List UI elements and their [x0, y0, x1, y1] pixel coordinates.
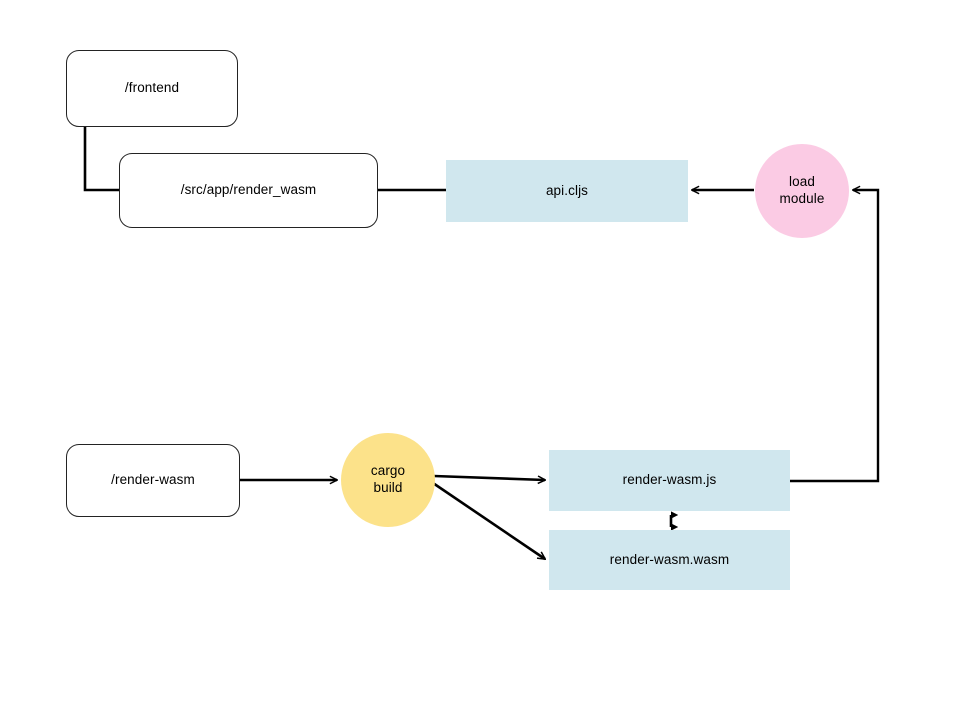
edge-cargo-build-to-render-wasm-js — [433, 474, 545, 480]
node-src-app-render-wasm[interactable]: /src/app/render_wasm — [119, 153, 378, 228]
edge-frontend-to-src-app — [83, 127, 120, 192]
node-render-wasm-wasm[interactable]: render-wasm.wasm — [549, 530, 790, 590]
node-api-cljs[interactable]: api.cljs — [446, 160, 688, 222]
node-frontend[interactable]: /frontend — [66, 50, 238, 127]
node-api-cljs-label: api.cljs — [545, 182, 589, 198]
edge-cargo-build-to-render-wasm-wasm — [429, 479, 545, 559]
node-render-wasm-js[interactable]: render-wasm.js — [549, 450, 790, 511]
node-src-app-render-wasm-label: /src/app/render_wasm — [180, 182, 317, 198]
node-render-wasm-wasm-label: render-wasm.wasm — [609, 551, 730, 567]
node-load-module[interactable]: load module — [755, 144, 849, 238]
edge-render-wasm-js-to-load-module — [790, 190, 880, 483]
node-cargo-build-label: cargo build — [370, 463, 406, 495]
node-render-wasm-dir[interactable]: /render-wasm — [66, 444, 240, 517]
node-frontend-label: /frontend — [124, 80, 180, 96]
node-load-module-label: load module — [779, 174, 825, 206]
node-cargo-build[interactable]: cargo build — [341, 433, 435, 527]
node-render-wasm-js-label: render-wasm.js — [622, 472, 717, 488]
node-render-wasm-dir-label: /render-wasm — [111, 472, 195, 488]
